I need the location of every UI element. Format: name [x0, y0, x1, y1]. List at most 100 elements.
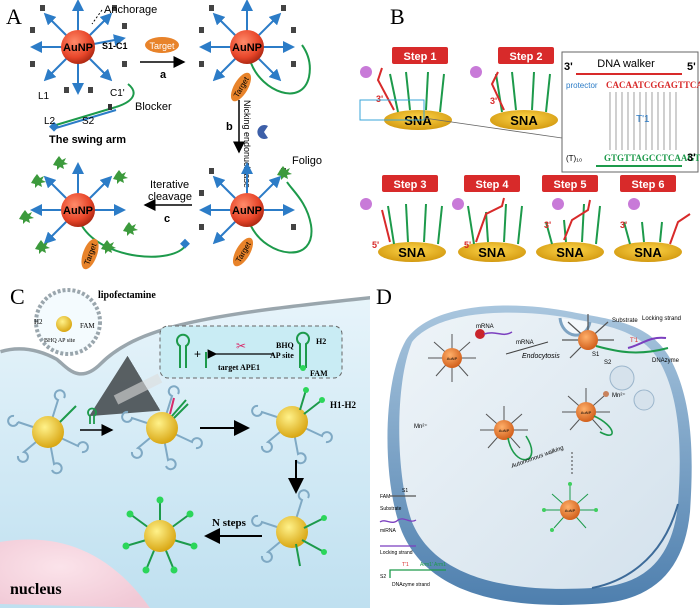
aunp-probe-4: AuNP Target: [19, 156, 190, 270]
seq-top: CACAATCGGAGTTCAC: [606, 80, 700, 90]
t1-label: T'1: [636, 114, 650, 125]
arrow-a-label: a: [160, 69, 167, 81]
aunp-probe-2: AuNP Target: [199, 0, 311, 102]
ap-site-label: AP site: [270, 351, 294, 360]
sna-particle-4: [251, 489, 327, 567]
lipofectamine-vesicle: H2 FAM BHQ AP site: [34, 288, 102, 356]
mrna-label-1: mRNA: [476, 324, 494, 330]
walker-np-4: AuNP: [542, 482, 598, 532]
t1-label-d: T'1: [630, 338, 639, 344]
dnazyme-label: DNAzyme: [652, 358, 680, 364]
panel-c-diagram: nucleus C H2 FAM BHQ AP site lipofectami…: [0, 282, 370, 608]
sna-particle-5: [122, 496, 198, 574]
walker-np-1: AuNP: [428, 334, 476, 382]
cell-body: [399, 312, 680, 589]
arrow-b-label: b: [226, 121, 233, 133]
bhq-label: BHQ: [276, 341, 294, 350]
legend-arm1: Arm1: [434, 562, 446, 568]
vesicle-2: [633, 389, 655, 411]
step-4-label: Step 4: [475, 179, 509, 191]
step-3-group: Step 3 SNA 5': [360, 175, 446, 262]
sna-label: SNA: [398, 245, 426, 260]
scissors-icon: ✂: [236, 339, 246, 353]
step-5-label: Step 5: [553, 179, 586, 191]
aunp-label: AuNP: [232, 42, 262, 54]
sna-label: SNA: [634, 245, 662, 260]
legend-s2: S2: [380, 574, 386, 580]
target-ape1-label: target APE1: [218, 363, 260, 372]
panel-a: A AuNP Anchorage S1-C1 L1 Target a: [0, 0, 352, 280]
step-2-group: Step 2 SNA 3': [470, 47, 558, 130]
step-6-group: Step 6 SNA 3': [614, 175, 691, 262]
s2-label: S2: [82, 116, 95, 127]
panel-letter-b: B: [390, 4, 405, 29]
endocytosis-label: Endocytosis: [522, 353, 560, 360]
seq-bottom: GTGTTAGCCTCAAGTG: [604, 153, 700, 163]
panel-letter-a: A: [6, 4, 22, 29]
step-1-label: Step 1: [403, 51, 436, 63]
mrna-label-2: mRNA: [516, 340, 534, 346]
legend-arm1p: Arm1': [420, 562, 433, 568]
locking-strand-label: Locking strand: [642, 316, 681, 322]
substrate-label: Substrate: [612, 318, 638, 324]
dna-walker-title: DNA walker: [597, 58, 655, 70]
s1c1-label: S1-C1: [102, 41, 128, 51]
step-4-group: Step 4 SNA 5': [452, 175, 526, 262]
legend-dnazyme: DNAzyme strand: [392, 582, 430, 588]
panel-b-diagram: B Step 1 SNA 3' Step 2 SNA 3' DNA walker…: [359, 4, 700, 262]
vesicle-bhq: BHQ AP site: [44, 338, 75, 344]
aunp-label-d: AuNP: [499, 428, 510, 433]
n-steps-label: N steps: [212, 517, 247, 529]
anchorage-label: Anchorage: [104, 4, 157, 16]
panel-c: nucleus C H2 FAM BHQ AP site lipofectami…: [0, 282, 370, 608]
legend-fam: FAM: [380, 494, 390, 500]
mn-label-1: Mn²⁺: [612, 392, 626, 399]
probe-outside: [562, 314, 669, 359]
step-5-group: Step 5 SNA 3': [536, 175, 604, 262]
vesicle-h2: H2: [34, 318, 43, 326]
legend-t1: T'1: [402, 562, 409, 568]
tee-label: (T)₁₀: [566, 154, 582, 163]
walker-3prime-b: 3': [687, 152, 696, 164]
aunp-probe-3: AuNP Target: [199, 162, 313, 267]
aunp-label-d: AuNP: [565, 508, 576, 513]
nicking-label: Nicking endonuclease: [242, 100, 252, 188]
legend-locking: Locking strand: [380, 550, 413, 556]
vesicle-1: [609, 365, 635, 391]
l1-label: L1: [38, 91, 50, 102]
aunp-label: AuNP: [63, 42, 93, 54]
b-3prime: 3': [544, 220, 551, 230]
fam-label: FAM: [310, 369, 328, 378]
target-pill: [145, 37, 179, 53]
h2-label: H2: [316, 337, 326, 346]
panel-letter-c: C: [10, 284, 25, 309]
sna-label: SNA: [510, 113, 538, 128]
aunp-label-d: AuNP: [581, 410, 592, 415]
panel-letter-d: D: [376, 284, 392, 309]
foligo-icon: [277, 166, 292, 180]
step-3-label: Step 3: [393, 179, 426, 191]
legend-s1: S1: [402, 488, 408, 494]
s1-label: S1: [592, 352, 600, 358]
step-2-label: Step 2: [509, 51, 542, 63]
vesicle-fam: FAM: [80, 322, 95, 330]
walker-3prime: 3': [564, 61, 573, 73]
aunp-label-d: AuNP: [447, 356, 458, 361]
sna-particle-2: [121, 385, 203, 471]
step-6-label: Step 6: [631, 179, 664, 191]
legend-mirna: miRNA: [380, 528, 396, 534]
panel-d-diagram: D Substrate Locking strand S1 S2 DNAzyme…: [376, 284, 692, 605]
panel-a-diagram: A AuNP Anchorage S1-C1 L1 Target a: [6, 0, 322, 270]
walker-np-3: AuNP: [562, 388, 613, 436]
s2-label: S2: [604, 360, 612, 366]
h1h2-label: H1-H2: [330, 400, 356, 410]
b-3prime: 3': [620, 220, 627, 230]
step-1-group: Step 1 SNA 3': [359, 47, 452, 130]
aunp-label: AuNP: [232, 205, 262, 217]
panel-d: D Substrate Locking strand S1 S2 DNAzyme…: [372, 282, 700, 608]
aunp-probe-1: AuNP: [30, 0, 127, 95]
c1-label: C1': [110, 88, 125, 99]
walker-np-2: AuNP: [480, 406, 533, 461]
arrow-c-label: c: [164, 213, 170, 225]
sna-particle-1: [7, 389, 89, 475]
